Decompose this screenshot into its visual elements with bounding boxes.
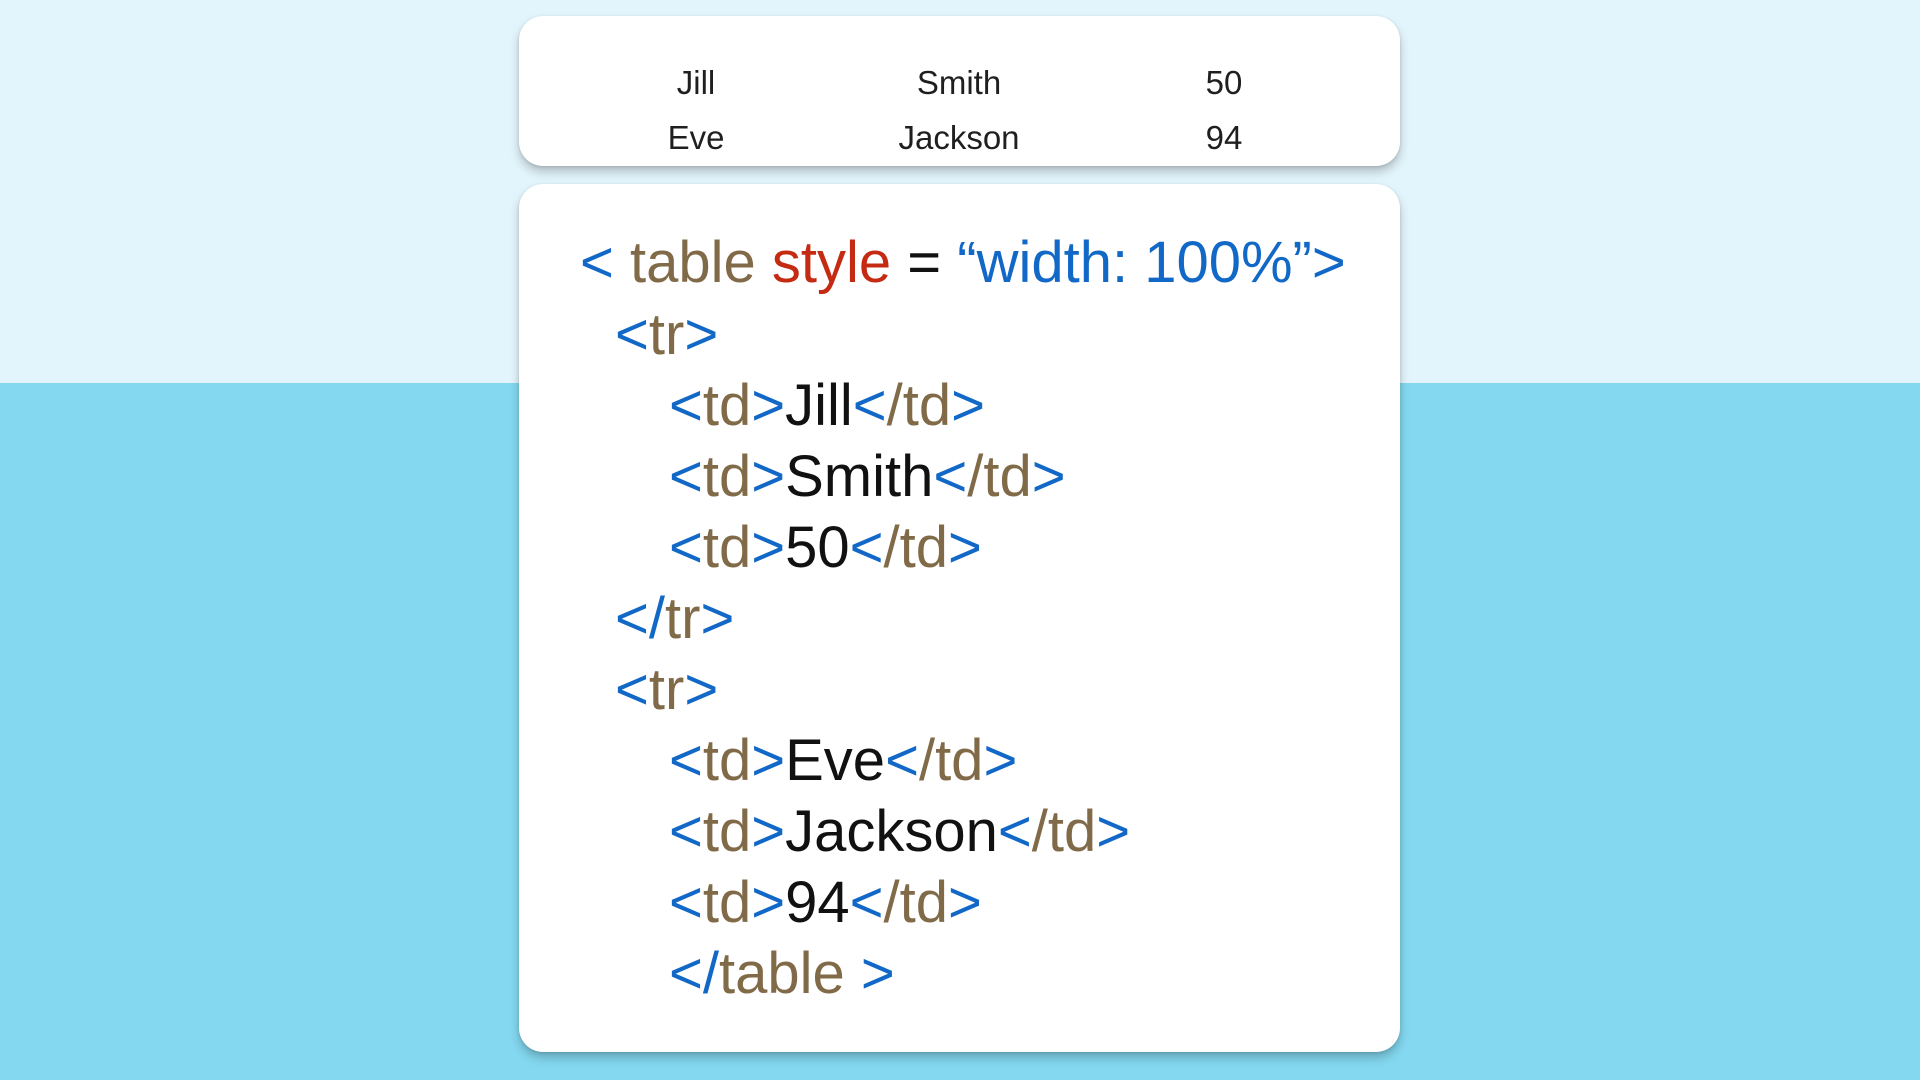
code-token-tag-punctuation: <: [669, 870, 703, 935]
code-token-tag-punctuation: <: [669, 444, 703, 509]
code-token-tag-punctuation: <: [885, 728, 919, 793]
code-token-element-content: Jill: [785, 373, 853, 438]
code-token-tag-name: td: [702, 799, 752, 864]
code-token-tag-punctuation: <: [580, 230, 630, 295]
code-token-tag-name: /td: [883, 870, 949, 935]
code-token-tag-punctuation: >: [751, 515, 786, 580]
table-cell-last-name: Smith: [916, 64, 1002, 101]
code-line-td-jackson: <td>Jackson</td>: [669, 797, 1130, 867]
code-token-tag-punctuation: >: [700, 586, 735, 651]
code-token-tag-name: tr: [648, 302, 685, 367]
code-token-tag-punctuation: >: [1096, 799, 1131, 864]
code-line-td-eve: <td>Eve</td>: [669, 726, 1017, 796]
table-row: Eve Jackson 94: [519, 113, 1400, 163]
code-token-tag-punctuation: >: [983, 728, 1018, 793]
code-token-element-content: Jackson: [785, 799, 998, 864]
code-token-tag-punctuation: <: [997, 799, 1032, 864]
table-cell-score: 50: [1205, 64, 1243, 101]
code-token-tag-punctuation: <: [933, 444, 968, 509]
code-line-td-smith: <td>Smith</td>: [669, 442, 1066, 512]
code-line-tr-open: <tr>: [615, 655, 718, 725]
code-line-table-open: < table style = “width: 100%”>: [580, 228, 1346, 298]
table-cell-first-name: Eve: [667, 119, 725, 156]
code-token-tag-name: table: [630, 230, 772, 295]
code-token-tag-punctuation: <: [849, 515, 884, 580]
code-line-tr-open: <tr>: [615, 300, 718, 370]
code-token-tag-name: /td: [883, 515, 949, 580]
code-token-tag-punctuation: >: [751, 799, 786, 864]
code-token-tag-punctuation: <: [615, 657, 649, 722]
code-line-tr-close: </tr>: [615, 584, 734, 654]
code-token-tag-name: /td: [1031, 799, 1097, 864]
code-token-element-content: =: [891, 230, 958, 295]
code-token-tag-punctuation: <: [669, 515, 703, 580]
code-token-tag-punctuation: <: [669, 373, 703, 438]
code-token-tag-name: /td: [918, 728, 984, 793]
code-token-tag-punctuation: <: [852, 373, 887, 438]
code-token-tag-punctuation: >: [751, 444, 786, 509]
code-line-td-94: <td>94</td>: [669, 868, 982, 938]
code-token-tag-name: td: [702, 373, 752, 438]
table-cell-first-name: Jill: [676, 64, 716, 101]
code-token-element-content: 94: [785, 870, 850, 935]
code-token-tag-punctuation: >: [751, 870, 786, 935]
code-token-tag-punctuation: <: [849, 870, 884, 935]
code-line-table-close: </table >: [669, 939, 895, 1009]
table-row: Jill Smith 50: [519, 58, 1400, 108]
code-token-tag-punctuation: >: [844, 941, 895, 1006]
code-token-element-content: Eve: [785, 728, 886, 793]
code-token-tag-name: tr: [665, 586, 701, 651]
code-token-tag-punctuation: </: [615, 586, 665, 651]
code-token-tag-punctuation: <: [615, 302, 649, 367]
code-token-attribute-value: “width: 100%”: [957, 230, 1312, 295]
code-token-tag-punctuation: >: [751, 728, 786, 793]
table-cell-score: 94: [1205, 119, 1243, 156]
code-token-tag-punctuation: <: [669, 799, 703, 864]
code-token-element-content: Smith: [785, 444, 934, 509]
code-token-tag-name: td: [702, 444, 752, 509]
code-token-tag-name: table: [719, 941, 845, 1006]
code-token-tag-name: td: [702, 515, 752, 580]
code-token-tag-punctuation: >: [1031, 444, 1066, 509]
html-code-card: < table style = “width: 100%”> <tr> <td>…: [519, 184, 1400, 1052]
code-token-tag-punctuation: >: [684, 302, 719, 367]
code-token-tag-name: td: [702, 870, 752, 935]
code-token-tag-punctuation: >: [948, 870, 982, 935]
code-token-tag-punctuation: </: [669, 941, 719, 1006]
code-token-tag-punctuation: <: [669, 728, 703, 793]
code-line-td-50: <td>50</td>: [669, 513, 982, 583]
code-token-tag-name: /td: [886, 373, 952, 438]
code-token-tag-name: tr: [648, 657, 685, 722]
rendered-table-card: Jill Smith 50 Eve Jackson 94: [519, 16, 1400, 166]
code-token-tag-punctuation: >: [1311, 230, 1346, 295]
code-token-tag-punctuation: >: [948, 515, 982, 580]
code-token-tag-punctuation: >: [951, 373, 986, 438]
code-token-tag-name: /td: [967, 444, 1032, 509]
code-token-element-content: 50: [785, 515, 850, 580]
table-cell-last-name: Jackson: [898, 119, 1020, 156]
code-token-tag-punctuation: >: [684, 657, 719, 722]
code-token-tag-punctuation: >: [751, 373, 786, 438]
code-token-attribute-name: style: [771, 230, 892, 295]
code-line-td-jill: <td>Jill</td>: [669, 371, 985, 441]
code-token-tag-name: td: [702, 728, 752, 793]
